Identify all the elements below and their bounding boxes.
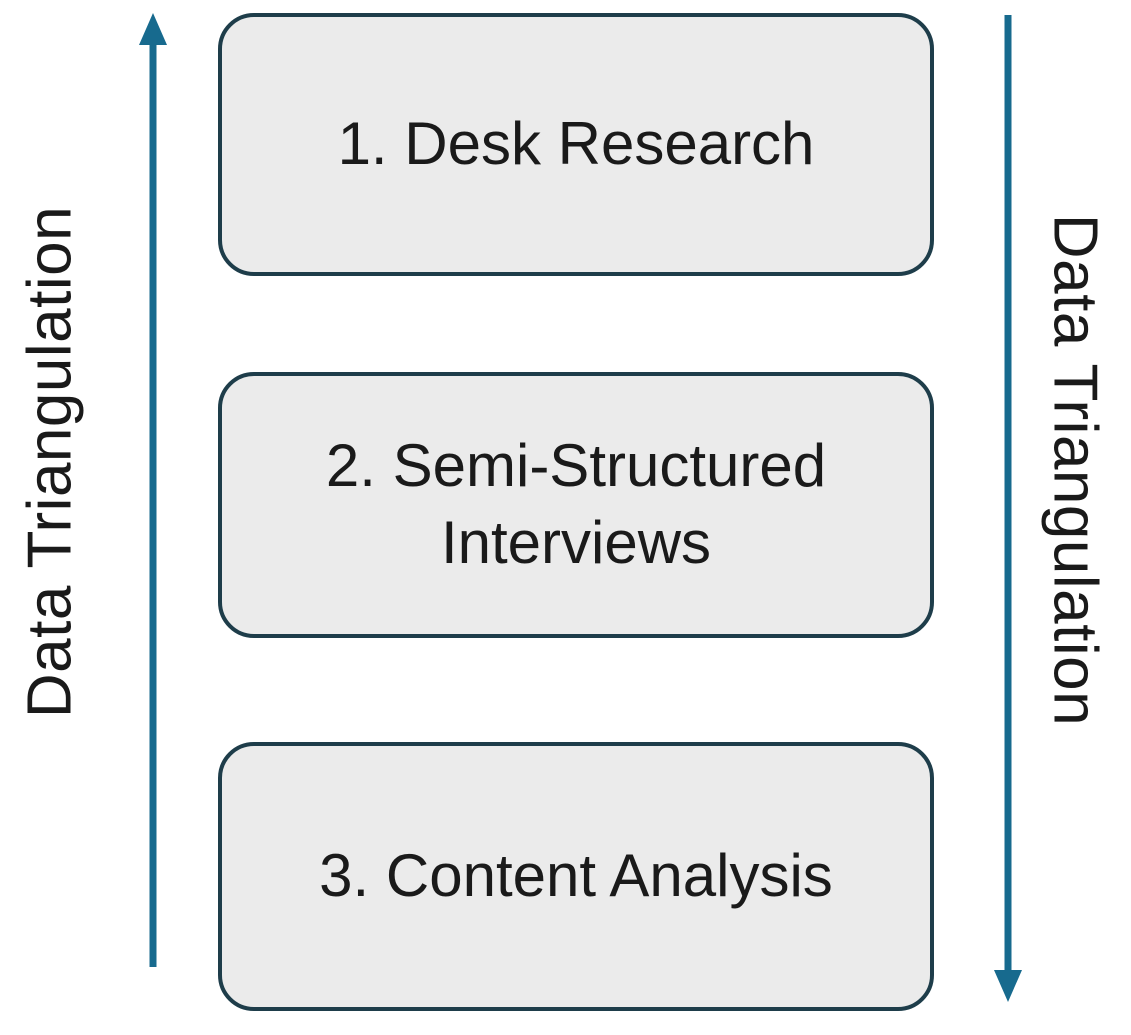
down-arrow-icon xyxy=(994,15,1022,1002)
right-axis-label: Data Triangulation xyxy=(1040,213,1110,727)
up-arrow-icon xyxy=(139,13,167,967)
step-box-semi-structured-interviews: 2. Semi-Structured Interviews xyxy=(218,372,934,638)
left-axis-label: Data Triangulation xyxy=(15,205,85,719)
step-box-label: 2. Semi-Structured Interviews xyxy=(325,432,827,576)
step-box-content-analysis: 3. Content Analysis xyxy=(218,742,934,1011)
step-box-desk-research: 1. Desk Research xyxy=(218,13,934,276)
step-box-label: 3. Content Analysis xyxy=(319,842,833,910)
step-box-label: 1. Desk Research xyxy=(337,110,815,178)
